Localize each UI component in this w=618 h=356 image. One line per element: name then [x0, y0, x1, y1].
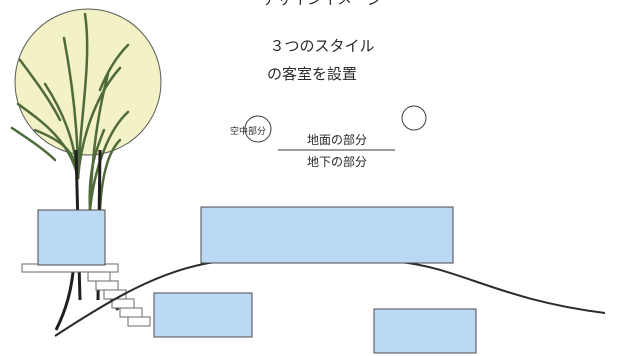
- floating-circle: [401, 105, 427, 131]
- heading-partial: デザインイメージ: [262, 0, 382, 8]
- caption-line-2: の客室を設置: [267, 65, 357, 83]
- ground-room: [200, 206, 454, 264]
- label-aerial-part: 空中部分: [230, 125, 266, 137]
- aerial-marker-circle: [244, 115, 272, 143]
- tree-crown: [14, 8, 162, 156]
- label-underground-part: 地下の部分: [307, 154, 367, 169]
- label-ground-part: 地面の部分: [307, 132, 367, 147]
- underground-room-right: [373, 308, 477, 354]
- aerial-room: [37, 209, 106, 266]
- underground-room-left: [153, 292, 253, 338]
- caption-line-1: ３つのスタイル: [269, 37, 374, 55]
